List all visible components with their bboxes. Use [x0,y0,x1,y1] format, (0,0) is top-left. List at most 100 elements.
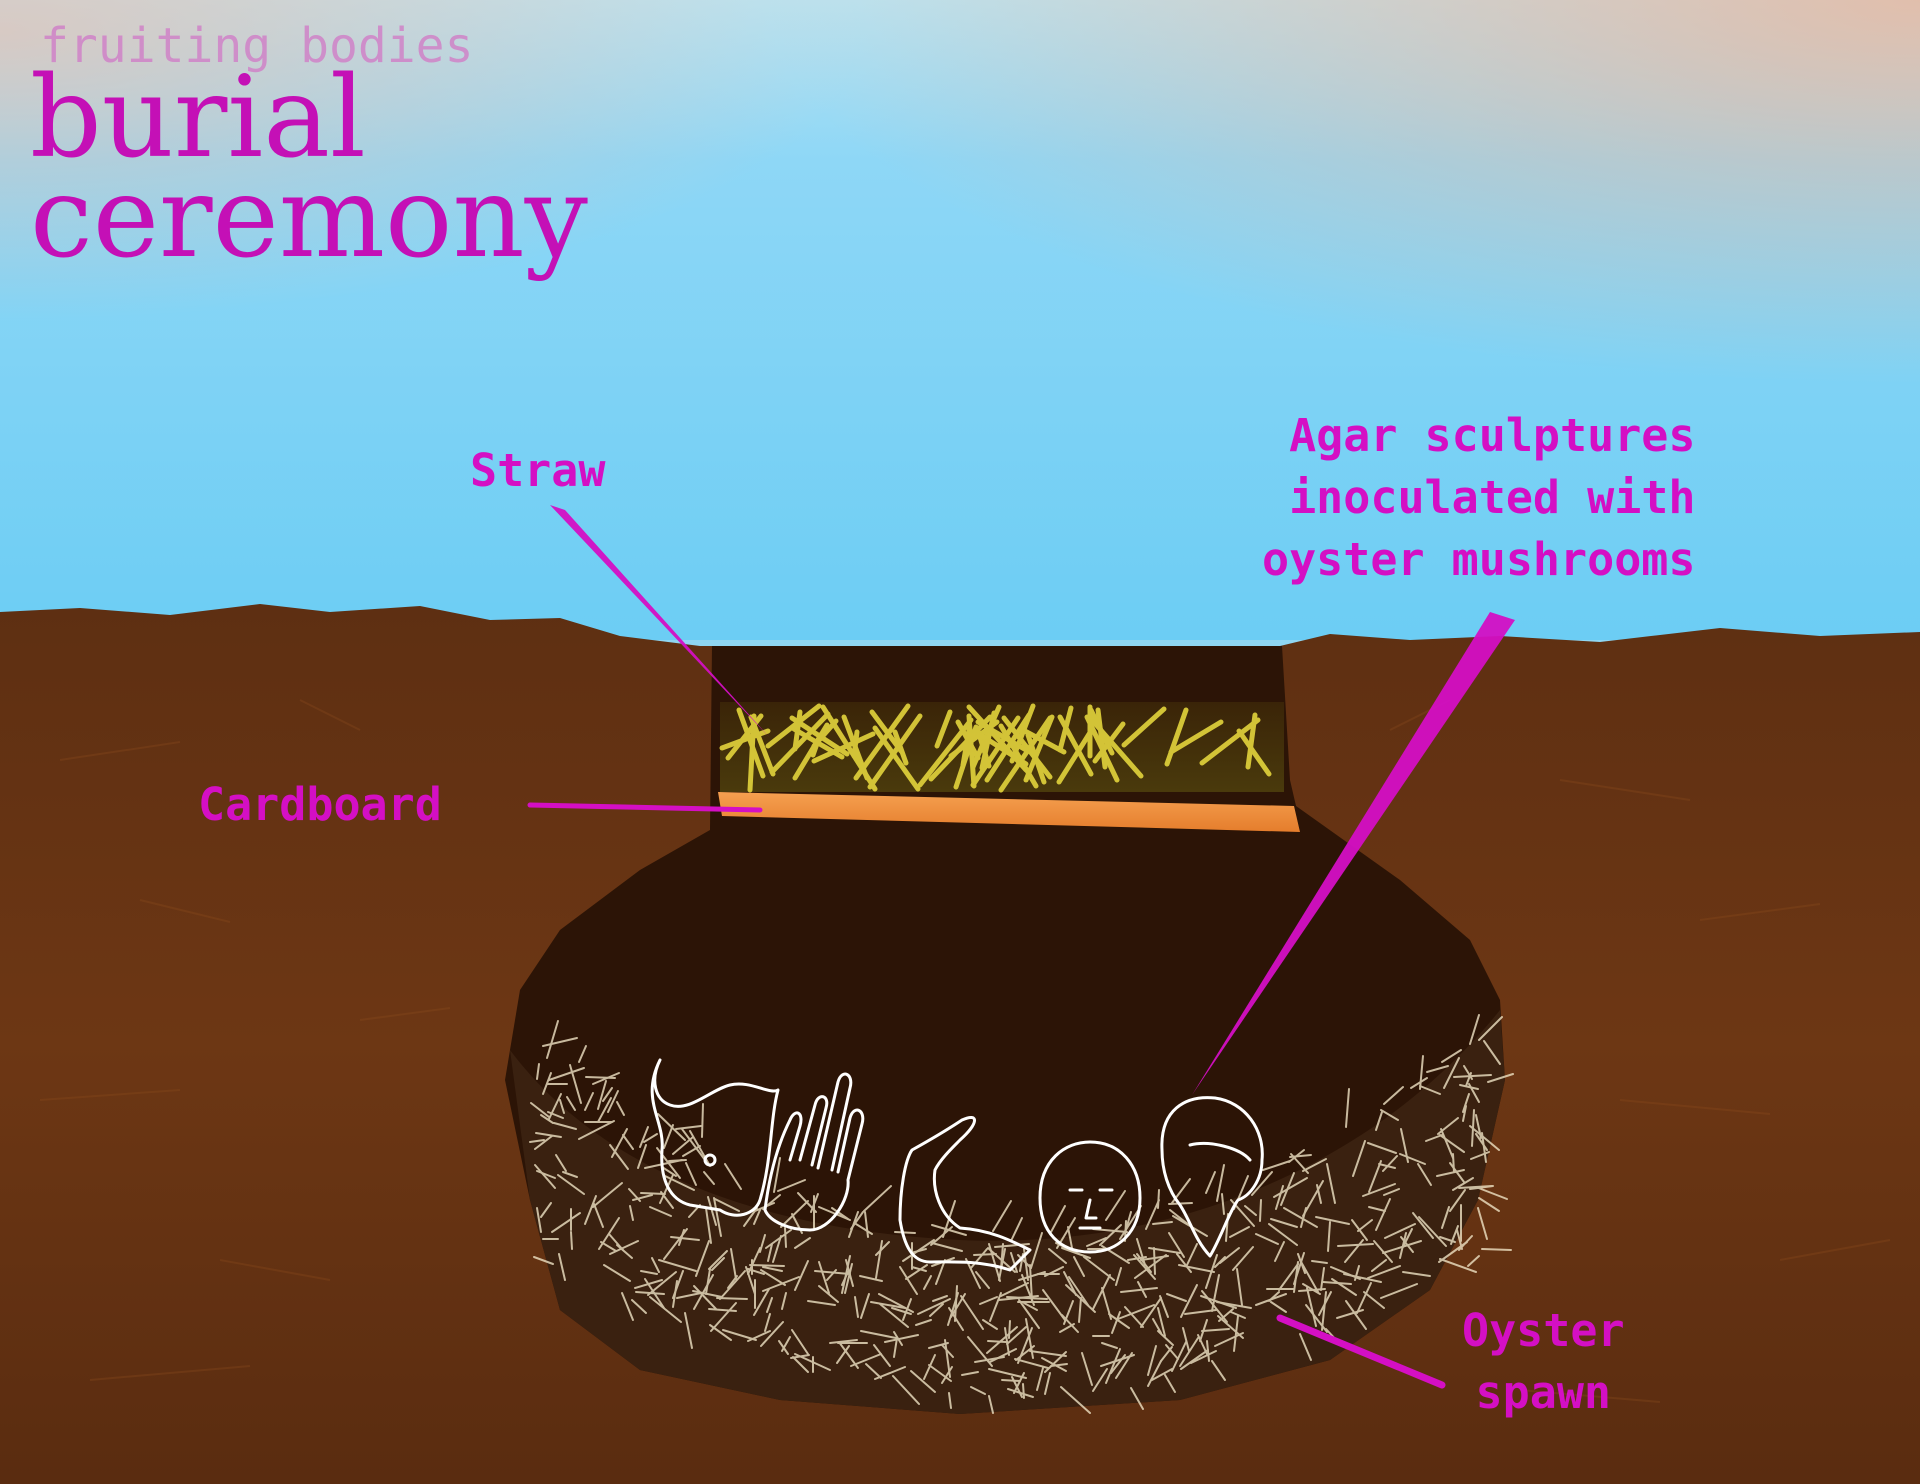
spawn-stroke [860,1293,870,1319]
spawn-stroke [1201,1328,1230,1332]
spawn-stroke [1044,1372,1051,1395]
spawn-stroke [668,1159,687,1162]
spawn-stroke [970,1386,986,1395]
spawn-stroke [875,1240,883,1279]
spawn-stroke [807,1300,836,1306]
spawn-stroke [1475,1133,1488,1151]
spawn-stroke [1367,1142,1397,1154]
spawn-stroke [1063,1271,1077,1296]
spawn-stroke [709,1324,732,1341]
spawn-stroke [1140,1297,1162,1328]
spawn-stroke [941,1344,954,1358]
spawn-stroke [1030,1232,1043,1269]
spawn-stroke [863,1185,892,1212]
spawn-stroke [1221,1193,1225,1215]
spawn-stroke [1168,1232,1185,1258]
spawn-stroke [685,1162,697,1186]
spawn-stroke [1449,1189,1466,1212]
spawn-stroke [760,1321,784,1347]
spawn-stroke [1478,1016,1503,1041]
spawn-stroke [1219,1247,1240,1264]
spawn-stroke [1036,1367,1044,1391]
spawn-stroke [1059,1323,1075,1333]
spawn-stroke [1262,1160,1291,1171]
spawn-stroke [875,1241,890,1256]
soil-texture [39,699,1891,1403]
spawn-stroke [1006,1326,1027,1345]
spawn-stroke [713,1197,722,1237]
spawn-stroke [1467,1255,1480,1267]
spawn-stroke [1459,1084,1479,1090]
spawn-stroke [928,1364,952,1382]
spawn-stroke [684,1312,693,1349]
spawn-stroke [845,1259,854,1287]
spawn-stroke [542,1037,578,1047]
spawn-stroke [557,1174,585,1195]
sculpture-torso [650,1058,780,1217]
spawn-stroke [988,1395,994,1414]
spawn-stroke [1438,1241,1468,1263]
spawn-stroke [1115,1267,1122,1286]
agar-label-line-2: inoculated with [1289,471,1696,524]
spawn-stroke [948,1307,964,1331]
spawn-stroke [879,1303,909,1328]
spawn-stroke [701,1103,704,1138]
spawn-stroke [1159,1295,1169,1318]
spawn-stroke [1373,1240,1393,1263]
spawn-stroke [764,1313,771,1332]
spawn-stroke [1380,1283,1418,1299]
spawn-label-line-2: spawn [1475,1366,1612,1419]
spawn-stroke [1363,1291,1385,1309]
spawn-stroke [1477,1207,1488,1240]
spawn-stroke [1426,1065,1449,1073]
spawn-stroke [547,1111,564,1119]
spawn-stroke [1157,1330,1174,1346]
spawn-stroke [1337,1243,1374,1247]
spawn-stroke [893,1331,903,1346]
spawn-stroke [608,1233,624,1251]
spawn-stroke [745,1266,756,1295]
spawn-stroke [1453,1074,1492,1078]
spawn-stroke [1362,1183,1396,1197]
straw-stroke [769,711,831,775]
spawn-stroke [529,1139,545,1143]
spawn-stroke [1384,1223,1416,1239]
spawn-stroke [1230,1311,1246,1319]
callout-lines [527,505,1515,1389]
spawn-stroke [1029,1264,1033,1302]
spawn-stroke [1298,1288,1326,1292]
spawn-stroke [873,1344,891,1367]
spawn-stroke [603,1264,631,1282]
spawn-stroke [1443,1057,1460,1089]
spawn-stroke [941,1366,953,1384]
straw-stroke [1056,728,1094,785]
spawn-stroke [566,1096,576,1111]
spawn-stroke [1153,1247,1156,1275]
spawn-strokes [529,1014,1514,1414]
spawn-stroke [1186,1243,1198,1266]
cardboard-layer [718,792,1300,832]
spawn-stroke [1419,1085,1441,1095]
spawn-stroke [705,1268,711,1295]
spawn-stroke [1268,1223,1298,1246]
spawn-stroke [578,1120,615,1140]
spawn-stroke [982,1319,998,1330]
spawn-stroke [536,1207,542,1233]
spawn-stroke [1417,1163,1432,1186]
spawn-stroke [989,1292,1002,1322]
straw-stroke [1057,705,1074,753]
spawn-stroke [643,1133,658,1143]
spawn-stroke [1441,1206,1450,1229]
spawn-stroke [814,1270,851,1275]
spawn-stroke [649,1296,682,1323]
cardboard-label: Cardboard [198,778,442,831]
spawn-stroke [1099,1224,1122,1246]
spawn-label: Oyster spawn [1462,1300,1625,1424]
spawn-stroke [682,1145,701,1157]
spawn-stroke [1321,1291,1327,1331]
spawn-stroke [663,1228,688,1260]
spawn-stroke [1419,1055,1424,1090]
spawn-stroke [1018,1299,1040,1329]
spawn-stroke [1478,1197,1500,1212]
